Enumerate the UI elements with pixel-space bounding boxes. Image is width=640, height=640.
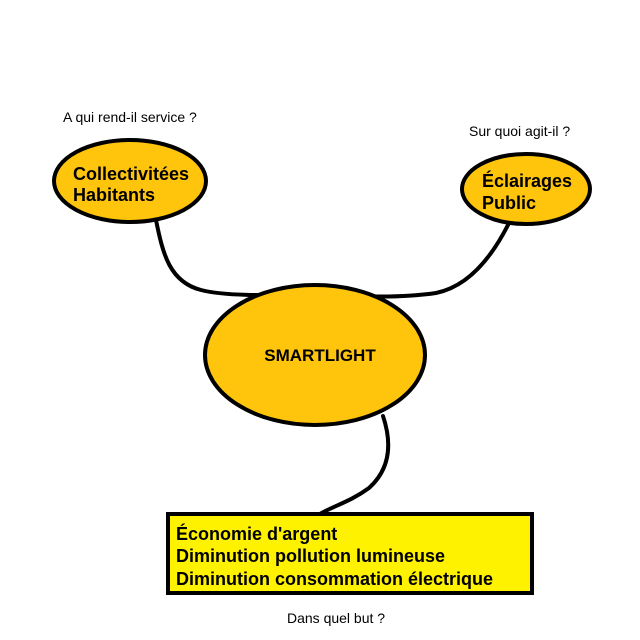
node-target-line-2: Public: [482, 193, 536, 213]
node-target-ellipse: [460, 152, 592, 226]
goal-2: Diminution pollution lumineuse: [176, 546, 445, 566]
question-what: Sur quoi agit-il ?: [469, 123, 570, 139]
connector-center-to-bottom: [318, 414, 391, 516]
node-center: SMARTLIGHT: [203, 283, 427, 427]
question-who: A qui rend-il service ?: [63, 109, 197, 125]
node-target: Éclairages Public: [460, 152, 592, 226]
goals-box: Économie d'argent Diminution pollution l…: [166, 512, 534, 595]
node-beneficiaries-ellipse: [52, 138, 208, 224]
node-beneficiaries: Collectivitées Habitants: [52, 138, 208, 224]
node-beneficiaries-line-2: Habitants: [73, 185, 155, 205]
goals-box-rect: [166, 512, 534, 595]
node-target-line-1: Éclairages: [482, 170, 572, 191]
node-beneficiaries-line-1: Collectivitées: [73, 164, 189, 184]
node-center-ellipse: [203, 283, 427, 427]
goal-1: Économie d'argent: [176, 523, 337, 544]
connector-right-to-center: [317, 221, 511, 299]
node-center-label: SMARTLIGHT: [264, 346, 376, 365]
connector-left-to-center: [154, 218, 321, 297]
goal-3: Diminution consommation électrique: [176, 569, 493, 589]
question-why: Dans quel but ?: [287, 610, 385, 626]
